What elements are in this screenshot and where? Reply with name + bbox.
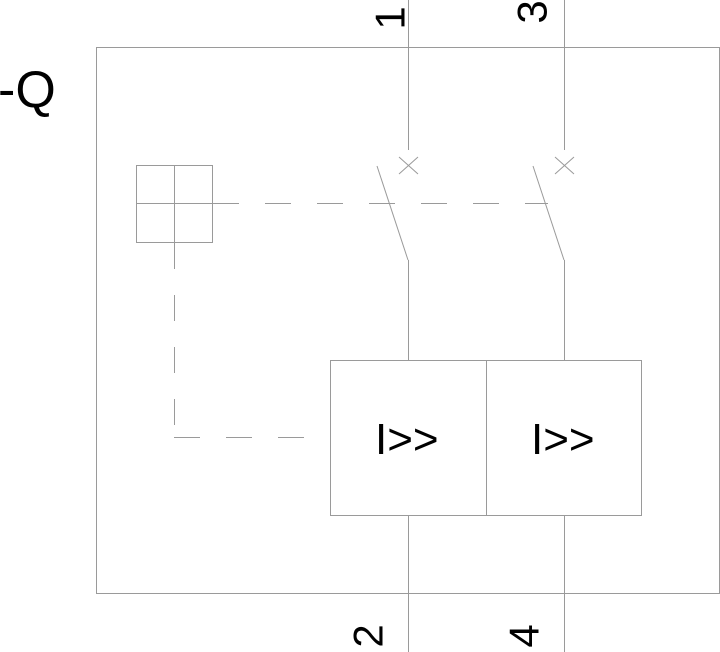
pole-left-switch-blade bbox=[376, 165, 409, 261]
mechanical-linkage bbox=[174, 203, 548, 438]
pole-left-isolation-cross-b bbox=[398, 156, 419, 175]
pole-right bbox=[532, 0, 575, 652]
manual-operator-icon bbox=[136, 165, 213, 243]
terminal-3-label: 3 bbox=[509, 0, 556, 23]
terminal-4-label: 4 bbox=[501, 624, 548, 647]
pole-right-isolation-cross-b bbox=[554, 156, 575, 175]
pole-left bbox=[376, 0, 419, 652]
device-designation: -Q bbox=[0, 61, 56, 119]
trip-unit-right-label: I>> bbox=[531, 415, 595, 464]
trip-unit-left-label: I>> bbox=[375, 415, 439, 464]
terminal-2-label: 2 bbox=[345, 624, 392, 647]
terminal-1-label: 1 bbox=[367, 6, 414, 29]
overcurrent-release-block: I>> I>> bbox=[330, 360, 642, 516]
pole-right-switch-blade bbox=[532, 165, 565, 261]
